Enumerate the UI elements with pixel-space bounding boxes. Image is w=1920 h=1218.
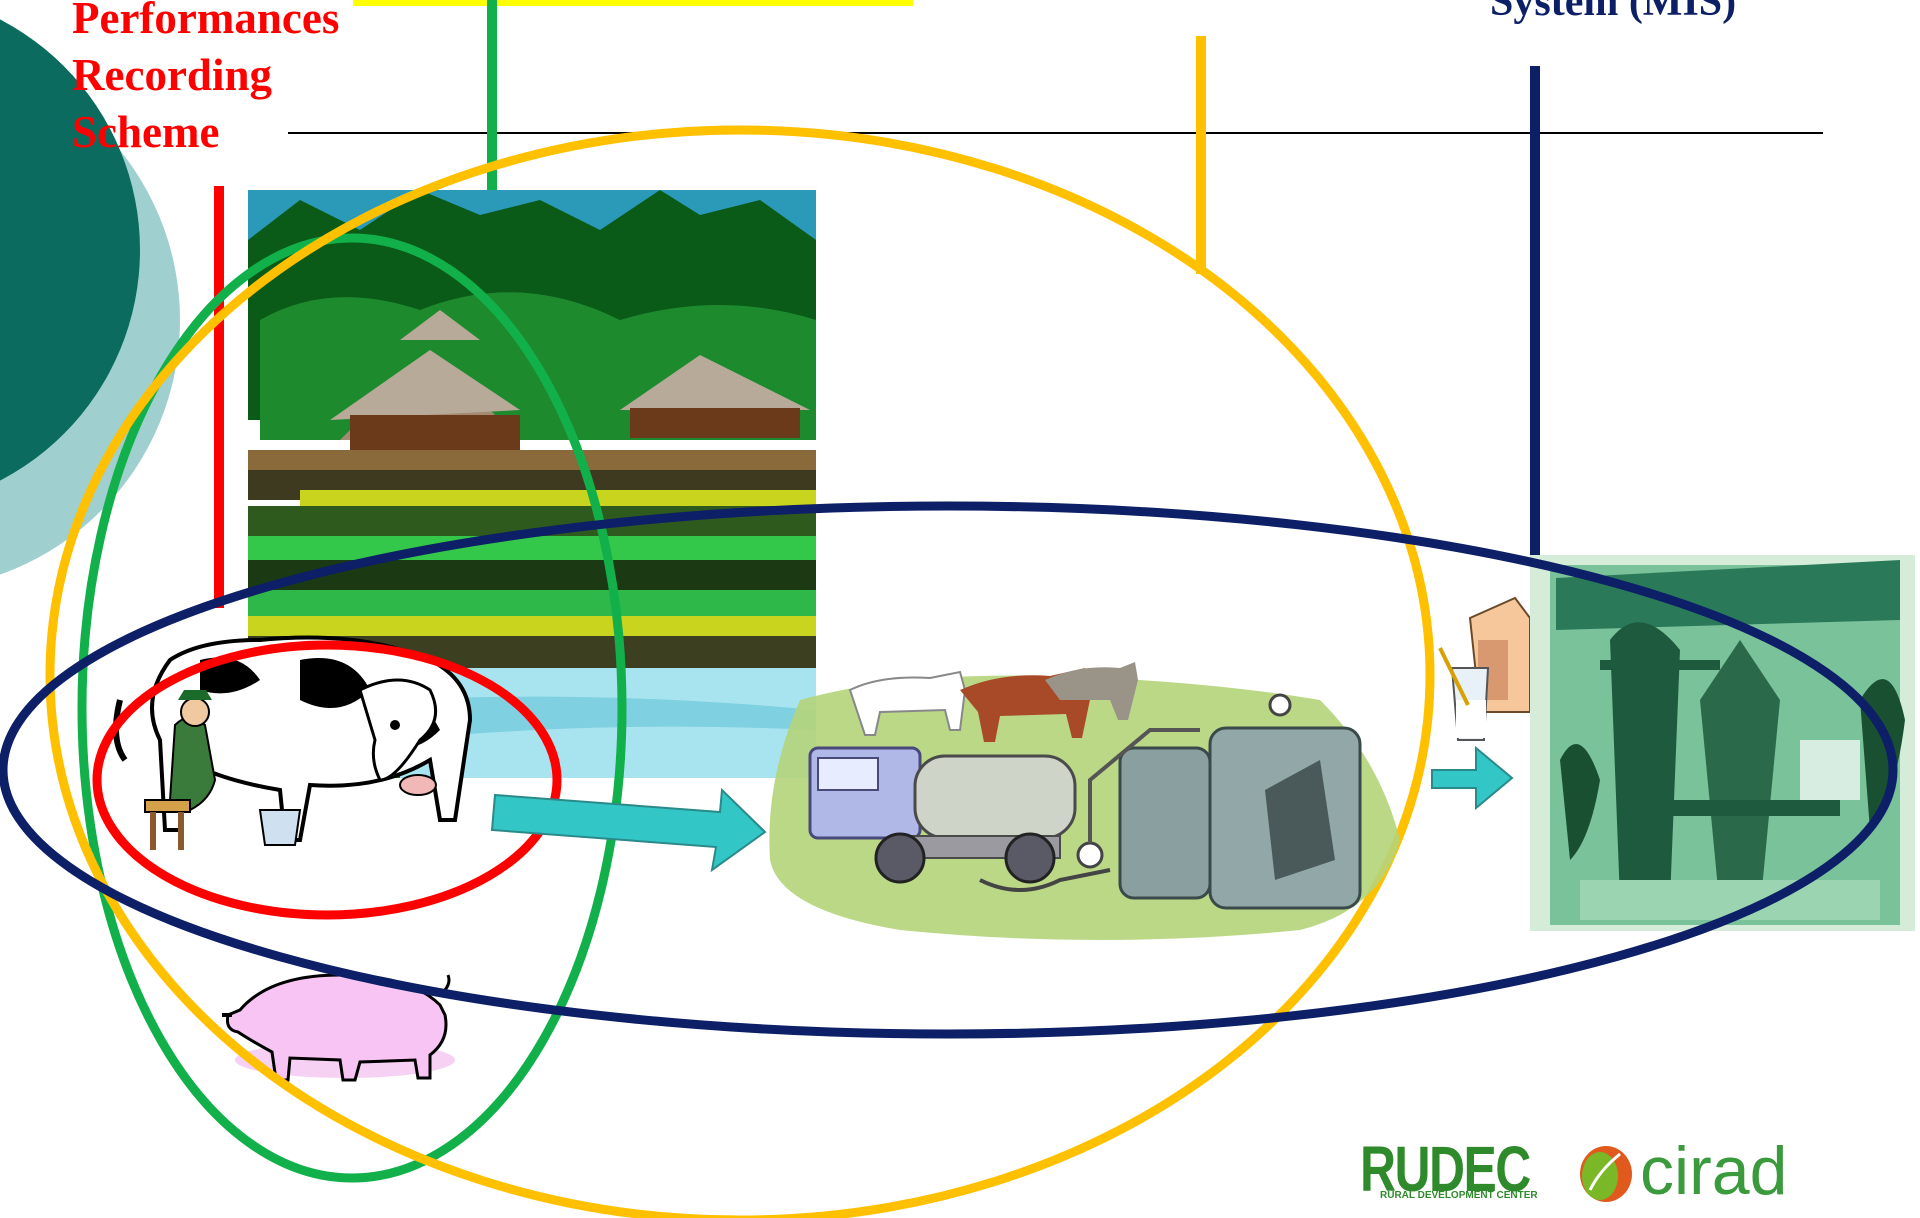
performances-recording-scheme-label: Performances Recording Scheme [72, 0, 339, 161]
mis-label: System (MIS) [1490, 0, 1736, 26]
cirad-leaf-icon [1570, 1130, 1640, 1210]
arrow-collection-to-market [1432, 748, 1512, 808]
dairy-cow-milking-icon [116, 638, 470, 851]
cirad-logo-text: cirad [1640, 1132, 1787, 1210]
arrow-farm-to-collection [492, 790, 765, 870]
restaurant-waiter-icon [1530, 555, 1915, 931]
yellow-label-bar [353, 0, 913, 6]
milk-carton-glass-icon [1440, 598, 1530, 740]
rudec-logo: RUDEC RURAL DEVELOPMENT CENTER [1352, 1138, 1548, 1206]
milk-tanker-cooling-tank-icon [769, 662, 1400, 940]
rudec-logo-subtitle: RURAL DEVELOPMENT CENTER [1380, 1190, 1538, 1201]
cirad-logo: cirad [1570, 1130, 1790, 1210]
